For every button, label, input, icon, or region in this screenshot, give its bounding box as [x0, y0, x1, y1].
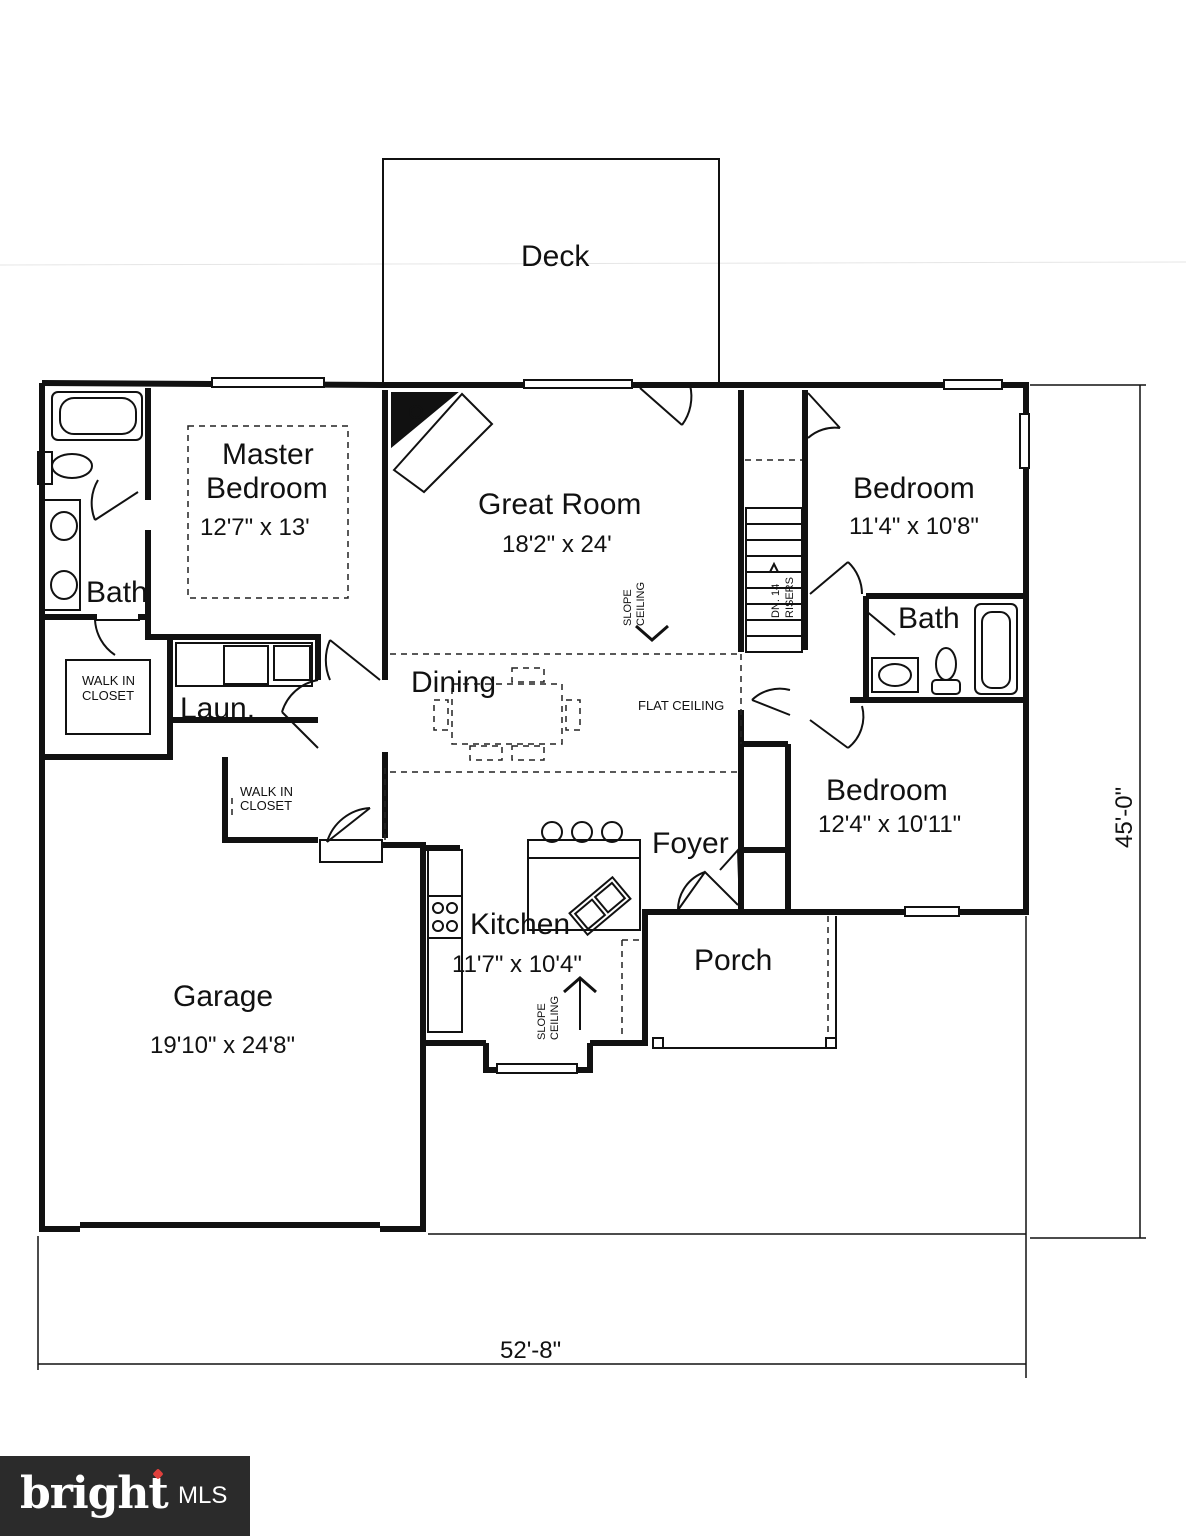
garage-size: 19'10" x 24'8": [150, 1032, 295, 1059]
fixtures: [37, 391, 1018, 1049]
bedroom-2-size: 12'4" x 10'11": [818, 811, 961, 838]
master-bedroom-label-1: Master: [222, 438, 314, 471]
slope-ceiling-kitchen-1: SLOPE: [536, 1003, 548, 1040]
kitchen-label: Kitchen: [470, 908, 570, 941]
stairs-note-1: DN. 14: [770, 584, 782, 618]
foyer-label: Foyer: [652, 827, 729, 860]
bedroom-1-label: Bedroom: [853, 472, 975, 505]
closet-hall-line1: WALK IN: [240, 784, 293, 799]
watermark-sub: MLS: [178, 1482, 228, 1509]
bedroom-2-label: Bedroom: [826, 774, 948, 807]
master-bedroom-size: 12'7" x 13': [200, 514, 310, 541]
porch-label: Porch: [694, 944, 772, 977]
ceiling-and-tray-lines: [187, 425, 829, 1038]
windows: [211, 377, 1030, 1074]
great-room-label: Great Room: [478, 488, 641, 521]
laundry-label: Laun.: [180, 692, 255, 725]
overall-width-dimension: 52'-8": [500, 1337, 561, 1364]
stairs-note-2: RISERS: [784, 577, 796, 618]
interior-walls: [45, 388, 1023, 915]
master-bath-label: Bath: [86, 576, 148, 609]
overall-depth-dimension: 45'-0": [1111, 787, 1138, 848]
closet-master-line1: WALK IN: [82, 673, 135, 688]
slope-ceiling-kitchen-2: CEILING: [549, 996, 561, 1040]
exterior-walls: [39, 380, 1029, 1232]
kitchen-size: 11'7" x 10'4": [452, 951, 582, 978]
closet-master-line2: CLOSET: [82, 688, 134, 703]
dining-label: Dining: [411, 666, 496, 699]
dimension-lines: [37, 384, 1146, 1378]
bedroom-1-size: 11'4" x 10'8": [849, 513, 979, 540]
hall-bath-label: Bath: [898, 602, 960, 635]
great-room-size: 18'2" x 24': [502, 531, 612, 558]
floor-plan: Deck Great Room 18'2" x 24' Master Bedro…: [0, 158, 1186, 1378]
deck-label: Deck: [521, 240, 590, 273]
watermark-brand: bright: [20, 1468, 169, 1519]
doors: [90, 384, 896, 911]
slope-ceiling-great-2: CEILING: [635, 582, 647, 626]
flat-ceiling-note: FLAT CEILING: [638, 698, 724, 713]
garage-label: Garage: [173, 980, 273, 1013]
slope-arrows: [563, 561, 779, 1030]
slope-ceiling-great-1: SLOPE: [622, 589, 634, 626]
closet-hall-line2: CLOSET: [240, 798, 292, 813]
watermark-badge: bright MLS: [0, 1456, 250, 1536]
master-bedroom-label-2: Bedroom: [206, 472, 328, 505]
